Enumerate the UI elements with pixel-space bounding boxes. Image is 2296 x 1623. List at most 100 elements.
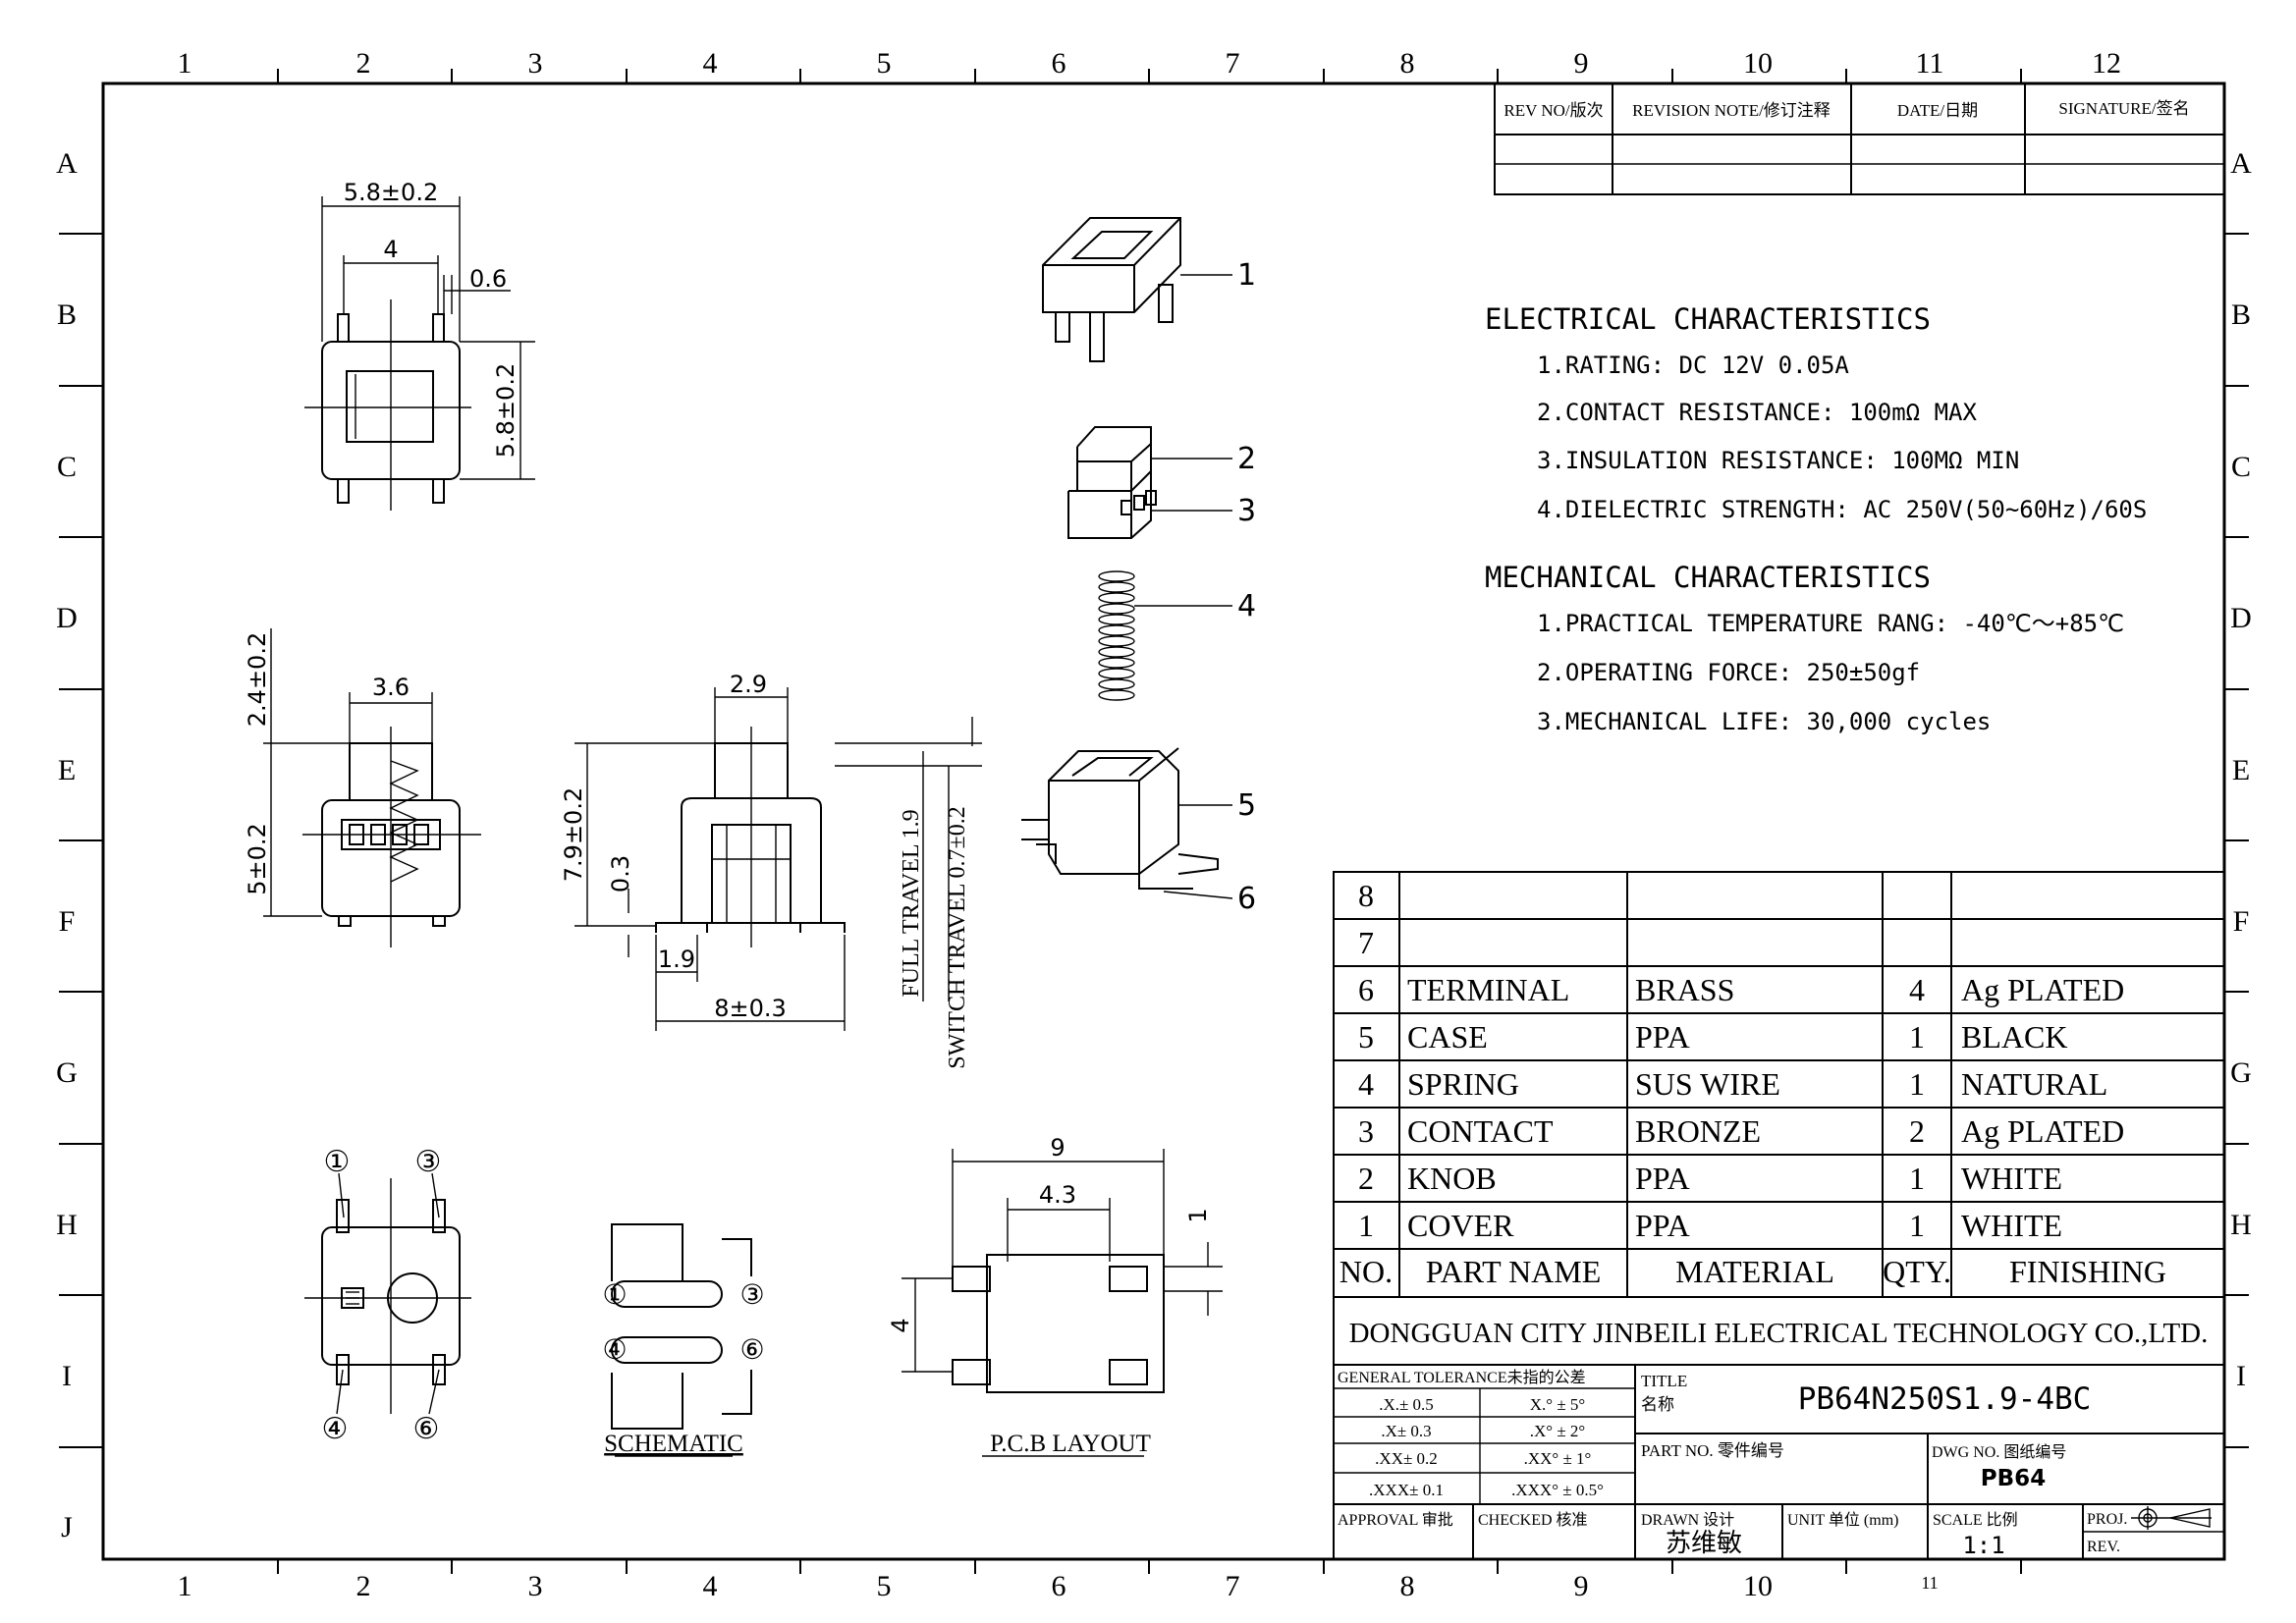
bom-cell: 4 bbox=[1909, 972, 1925, 1007]
pcb-layout: 9 4.3 1 4 P.C.B LAYOUT bbox=[887, 1134, 1223, 1457]
bom-cell: 2 bbox=[1358, 1161, 1374, 1196]
grid-row-labels-left: A B C D E F G H I J bbox=[56, 147, 78, 1543]
grid-row-label: C bbox=[2231, 451, 2251, 483]
mechanical-characteristics: MECHANICAL CHARACTERISTICS 1.PRACTICAL T… bbox=[1485, 561, 2124, 735]
grid-ticks bbox=[59, 69, 2249, 1574]
part-label: 2 bbox=[1237, 442, 1256, 476]
grid-row-label: B bbox=[57, 298, 77, 331]
tolerance-angle: .XXX° ± 0.5° bbox=[1511, 1481, 1604, 1499]
bom-cell: KNOB bbox=[1407, 1161, 1497, 1196]
schematic-pin-6: ⑥ bbox=[739, 1333, 764, 1366]
dim-side-body: 5±0.2 bbox=[244, 823, 271, 895]
scale-label: SCALE 比例 bbox=[1933, 1511, 2018, 1529]
grid-col-label: 9 bbox=[1574, 1570, 1589, 1602]
part-label: 6 bbox=[1237, 882, 1256, 916]
bom-header: PART NAME bbox=[1426, 1254, 1602, 1289]
checked-label: CHECKED 核准 bbox=[1478, 1511, 1588, 1529]
dim-full-travel: FULL TRAVEL 1.9 bbox=[899, 809, 924, 997]
grid-col-label: 10 bbox=[1743, 47, 1773, 80]
electrical-item: 2.CONTACT RESISTANCE: 100mΩ MAX bbox=[1537, 399, 1977, 426]
grid-row-labels-right: A B C D E F G H I bbox=[2230, 147, 2252, 1392]
grid-row-label: G bbox=[56, 1056, 78, 1089]
tolerance-angle: .XX° ± 1° bbox=[1524, 1449, 1592, 1468]
scale-value: 1:1 bbox=[1962, 1532, 2004, 1559]
bom-cell: COVER bbox=[1407, 1208, 1514, 1243]
drawing-frame bbox=[101, 81, 2226, 1561]
mechanical-item: 2.OPERATING FORCE: 250±50gf bbox=[1537, 659, 1920, 686]
bom-cell: WHITE bbox=[1961, 1161, 2062, 1196]
title-label-cn: 名称 bbox=[1641, 1395, 1674, 1415]
grid-row-label: E bbox=[58, 754, 76, 786]
bom-cell: 8 bbox=[1358, 878, 1374, 913]
dim-side-width: 3.6 bbox=[372, 674, 410, 701]
grid-row-label: D bbox=[2230, 602, 2252, 634]
bottom-view: ① ③ ④ ⑥ bbox=[304, 1145, 471, 1446]
part-label: 4 bbox=[1237, 589, 1256, 623]
exploded-view: 1 2 3 bbox=[1021, 217, 1256, 916]
pin-6-label: ⑥ bbox=[413, 1412, 440, 1446]
part-case: 5 6 bbox=[1021, 747, 1256, 916]
bom-cell: TERMINAL bbox=[1407, 972, 1569, 1007]
grid-row-label: C bbox=[57, 451, 77, 483]
grid-col-label: 8 bbox=[1400, 47, 1415, 80]
bom-cell: CASE bbox=[1407, 1019, 1488, 1055]
bom-header: NO. bbox=[1339, 1254, 1393, 1289]
grid-col-label: 6 bbox=[1052, 1570, 1066, 1602]
grid-col-label: 2 bbox=[356, 1570, 371, 1602]
mechanical-title: MECHANICAL CHARACTERISTICS bbox=[1485, 561, 1931, 594]
grid-col-label: 1 bbox=[178, 47, 192, 80]
dim-front-width: 8±0.3 bbox=[714, 995, 787, 1022]
tolerance-linear: .X± 0.3 bbox=[1381, 1422, 1431, 1440]
pcb-layout-label: P.C.B LAYOUT bbox=[990, 1431, 1151, 1457]
electrical-item: 1.RATING: DC 12V 0.05A bbox=[1537, 352, 1849, 379]
part-knob-contact: 2 3 bbox=[1067, 426, 1256, 539]
dim-top-inner: 4 bbox=[383, 236, 398, 263]
tolerance-angle: .X° ± 2° bbox=[1530, 1422, 1585, 1440]
projection-symbol-icon bbox=[2131, 1506, 2212, 1530]
top-view: 5.8±0.2 4 0.6 5.8±0.2 bbox=[304, 179, 535, 511]
dim-switch-travel: SWITCH TRAVEL 0.7±0.2 bbox=[945, 806, 970, 1068]
dim-pcb-inner: 4.3 bbox=[1039, 1181, 1076, 1209]
grid-row-label: F bbox=[2233, 905, 2250, 938]
schematic-label: SCHEMATIC bbox=[604, 1431, 743, 1457]
electrical-item: 3.INSULATION RESISTANCE: 100MΩ MIN bbox=[1537, 447, 2019, 474]
dwg-no-value: PB64 bbox=[1981, 1466, 2046, 1491]
bom-cell: 1 bbox=[1909, 1066, 1925, 1102]
bom-cell: PPA bbox=[1635, 1208, 1690, 1243]
dim-pcb-width: 9 bbox=[1050, 1134, 1065, 1162]
pin-3-label: ③ bbox=[415, 1145, 442, 1179]
grid-col-label: 3 bbox=[528, 47, 543, 80]
electrical-title: ELECTRICAL CHARACTERISTICS bbox=[1485, 302, 1931, 336]
pin-1-label: ① bbox=[324, 1145, 351, 1179]
grid-col-label: 11 bbox=[1916, 47, 1944, 80]
pin-4-label: ④ bbox=[322, 1412, 349, 1446]
bom-cell: SPRING bbox=[1407, 1066, 1519, 1102]
bom-cell: 7 bbox=[1358, 925, 1374, 960]
bom-cell: BRONZE bbox=[1635, 1113, 1761, 1149]
dim-front-knob: 2.9 bbox=[730, 671, 767, 698]
tolerance-header: GENERAL TOLERANCE未指的公差 bbox=[1338, 1369, 1586, 1386]
dim-top-height: 5.8±0.2 bbox=[492, 363, 519, 458]
mechanical-item: 3.MECHANICAL LIFE: 30,000 cycles bbox=[1537, 708, 1991, 735]
grid-row-label: H bbox=[2230, 1209, 2252, 1241]
bom-cell: CONTACT bbox=[1407, 1113, 1554, 1149]
grid-col-label: 8 bbox=[1400, 1570, 1415, 1602]
bom-cell: 1 bbox=[1909, 1161, 1925, 1196]
grid-col-label: 11 bbox=[1921, 1573, 1938, 1593]
grid-col-label: 1 bbox=[178, 1570, 192, 1602]
grid-row-label: I bbox=[62, 1360, 72, 1392]
dim-front-small: 0.3 bbox=[607, 855, 634, 893]
bom-cell: 3 bbox=[1358, 1113, 1374, 1149]
electrical-characteristics: ELECTRICAL CHARACTERISTICS 1.RATING: DC … bbox=[1485, 302, 2147, 523]
bom-cell: WHITE bbox=[1961, 1208, 2062, 1243]
bom-cell: 1 bbox=[1909, 1208, 1925, 1243]
bom-cell: PPA bbox=[1635, 1019, 1690, 1055]
bom-header: QTY. bbox=[1883, 1254, 1951, 1289]
grid-row-label: B bbox=[2231, 298, 2251, 331]
bom-cell: 6 bbox=[1358, 972, 1374, 1007]
grid-col-labels-bottom: 1 2 3 4 5 6 7 8 9 10 11 bbox=[178, 1570, 1939, 1602]
grid-row-label: G bbox=[2230, 1056, 2252, 1089]
bom-cell: SUS WIRE bbox=[1635, 1066, 1780, 1102]
dim-pcb-pad: 1 bbox=[1184, 1208, 1212, 1222]
